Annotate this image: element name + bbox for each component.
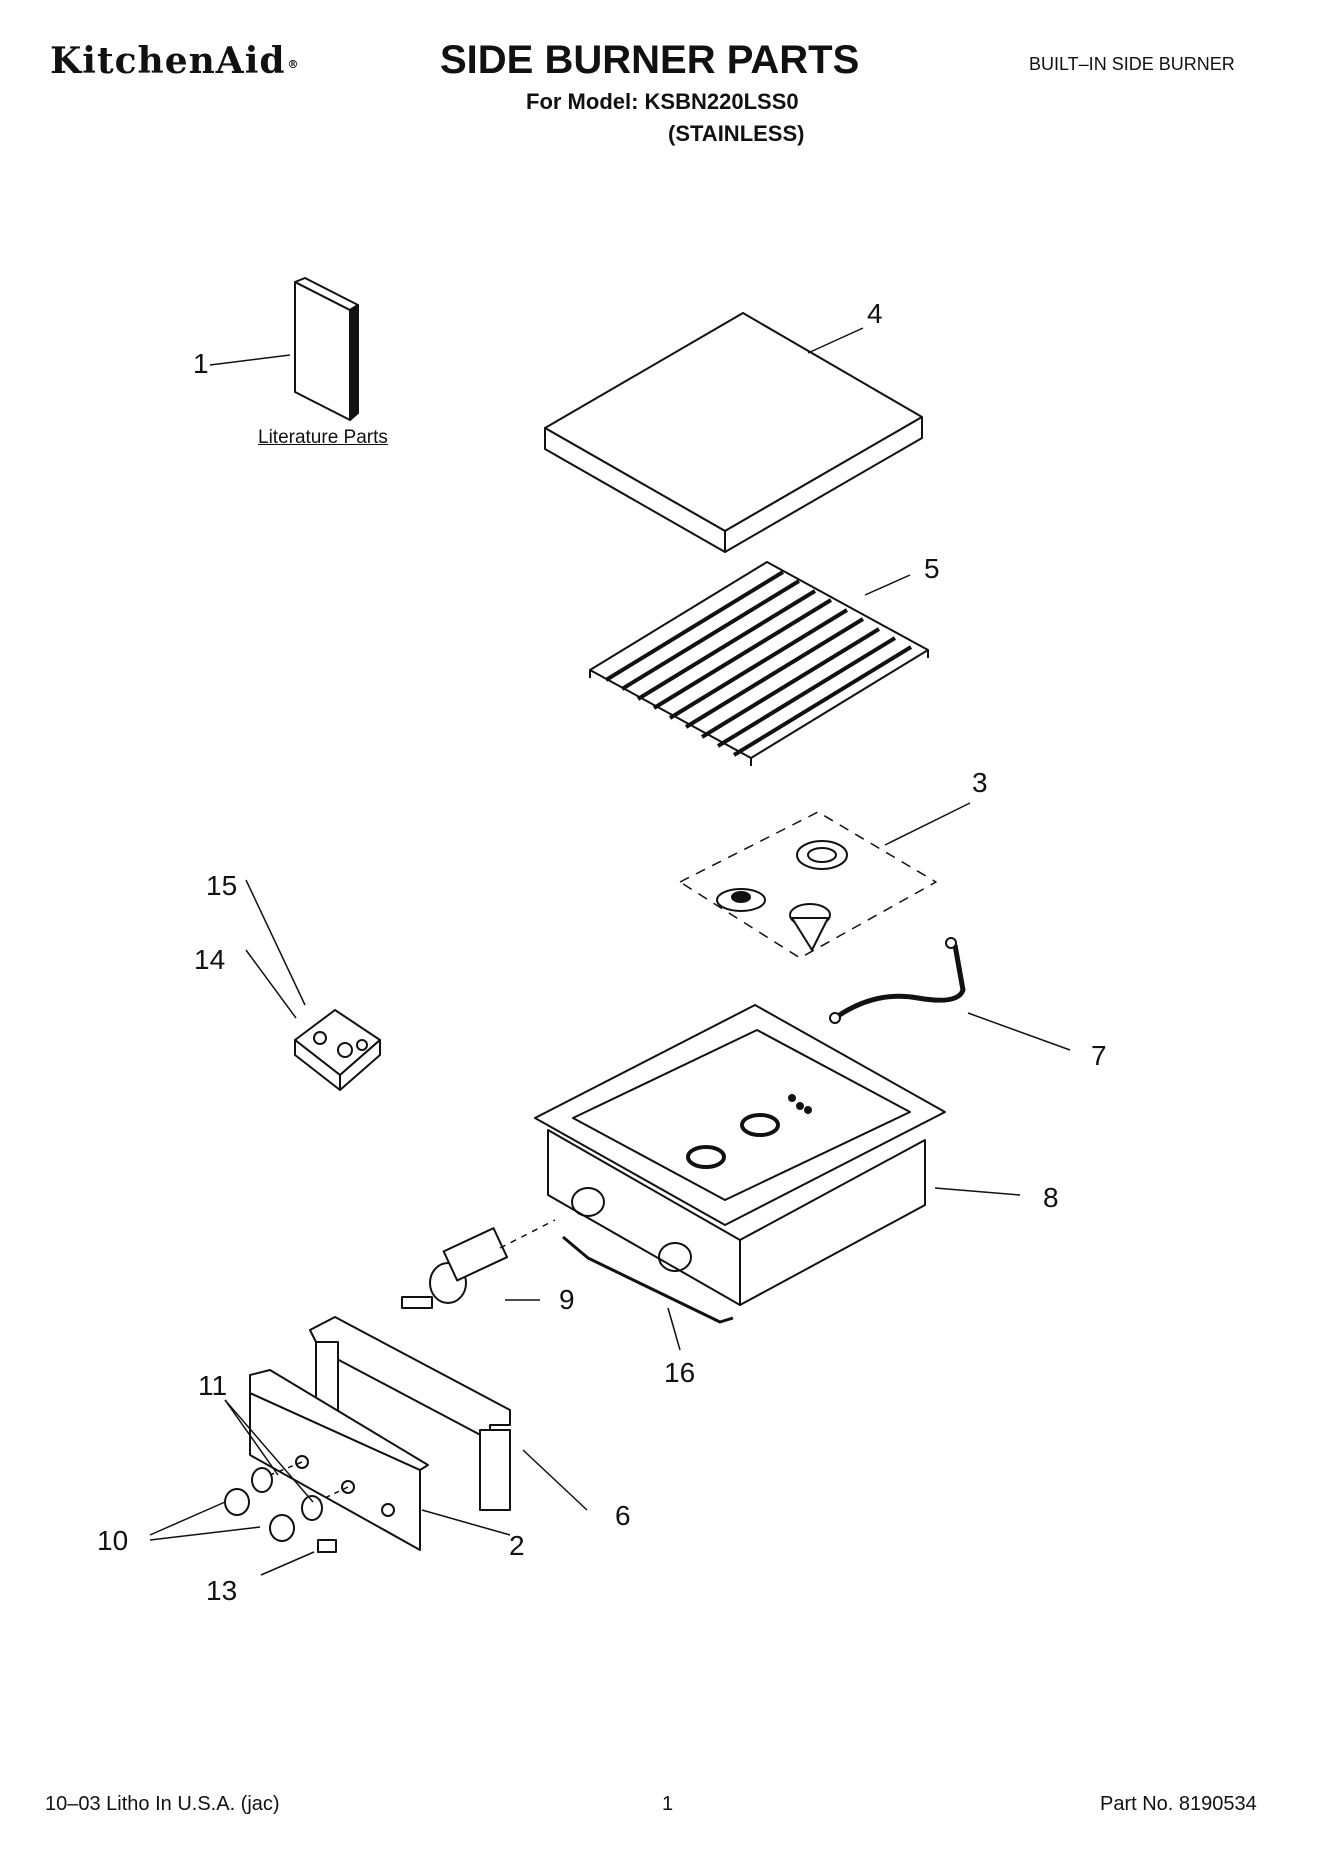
callout-11: 11 — [198, 1370, 228, 1401]
callout-8: 8 — [1043, 1182, 1059, 1213]
part-number: Part No. 8190534 — [1100, 1793, 1257, 1815]
part-burner-box — [534, 1004, 946, 1306]
part-literature-booklet — [294, 277, 359, 421]
callout-3: 3 — [972, 767, 988, 798]
callout-4: 4 — [867, 298, 883, 329]
part-burner-assembly — [679, 811, 937, 959]
part-knobs-and-bezels — [224, 1467, 337, 1553]
model-line: For Model: KSBN220LSS0 — [526, 89, 799, 114]
leader-lines — [149, 327, 1071, 1576]
part-valve — [401, 1219, 556, 1309]
part-mounting-bracket — [562, 1235, 734, 1324]
part-spark-module — [294, 1009, 381, 1091]
callout-10: 10 — [97, 1525, 129, 1556]
part-cover — [544, 312, 923, 553]
page-title: SIDE BURNER PARTS — [440, 38, 860, 82]
part-control-panel — [249, 1369, 429, 1551]
brand-logo: KitchenAid® — [50, 40, 300, 82]
print-info: 10–03 Litho In U.S.A. (jac) — [45, 1793, 280, 1815]
part-handle — [309, 1316, 511, 1511]
part-gas-tube — [833, 944, 966, 1021]
literature-parts-label: Literature Parts — [258, 427, 388, 448]
callout-7: 7 — [1091, 1040, 1107, 1071]
product-type: BUILT–IN SIDE BURNER — [1029, 54, 1235, 74]
page-number: 1 — [662, 1793, 674, 1815]
brand-name: KitchenAid — [50, 40, 286, 82]
callout-5: 5 — [924, 553, 940, 584]
callout-13: 13 — [206, 1575, 238, 1606]
callout-9: 9 — [559, 1284, 575, 1315]
registered-mark: ® — [287, 57, 300, 71]
callout-16: 16 — [664, 1357, 696, 1388]
callout-15: 15 — [206, 870, 238, 901]
callout-14: 14 — [194, 944, 226, 975]
callout-6: 6 — [615, 1500, 631, 1531]
part-grate — [589, 561, 929, 766]
callout-1: 1 — [193, 348, 209, 379]
callout-2: 2 — [509, 1530, 525, 1561]
model-variant: (STAINLESS) — [668, 121, 805, 146]
